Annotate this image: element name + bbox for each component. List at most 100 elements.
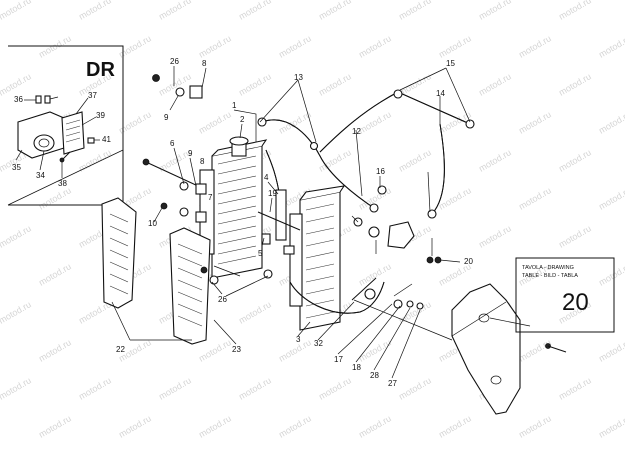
watermark-text: motod.ru: [437, 413, 473, 439]
shroud-rear: [101, 197, 137, 309]
watermark-text: motod.ru: [0, 71, 33, 97]
watermark-text: motod.ru: [237, 299, 273, 325]
hoses: [261, 91, 471, 314]
table-box-line2: TABLE - BILD - TABLA: [522, 273, 578, 279]
right-radiator: [289, 185, 346, 331]
left-radiator: [199, 136, 268, 279]
watermark-text: motod.ru: [277, 33, 313, 59]
callout-6: 6: [170, 139, 175, 148]
watermark-text: motod.ru: [517, 413, 553, 439]
watermark-text: motod.ru: [557, 375, 593, 401]
callout-41: 41: [102, 135, 111, 144]
watermark-text: motod.ru: [0, 0, 33, 22]
callout-19: 19: [268, 189, 277, 198]
callout-8-top: 8: [202, 59, 207, 68]
callout-12: 12: [352, 127, 361, 136]
callout-15: 15: [446, 59, 455, 68]
watermark-text: motod.ru: [357, 337, 393, 363]
shroud-front: [169, 227, 211, 345]
callout-18: 18: [352, 363, 361, 372]
callout-22: 22: [116, 345, 125, 354]
watermark-text: motod.ru: [317, 0, 353, 22]
leader-lines: [111, 66, 531, 379]
callout-4: 4: [264, 173, 269, 182]
watermark-text: motod.ru: [157, 0, 193, 22]
watermark-text: motod.ru: [0, 223, 33, 249]
watermark-text: motod.ru: [237, 71, 273, 97]
watermark-text: motod.ru: [517, 185, 553, 211]
watermark-text: motod.ru: [117, 109, 153, 135]
callout-36: 36: [14, 95, 23, 104]
watermark-text: motod.ru: [357, 109, 393, 135]
watermark-text: motod.ru: [397, 375, 433, 401]
watermark-text: motod.ru: [557, 147, 593, 173]
callout-28: 28: [370, 371, 379, 380]
callout-17: 17: [334, 355, 343, 364]
watermark-text: motod.ru: [597, 185, 625, 211]
watermark-text: motod.ru: [277, 337, 313, 363]
callout-16: 16: [376, 167, 385, 176]
callout-27: 27: [388, 379, 397, 388]
callout-9: 9: [188, 149, 193, 158]
callout-labels: 26 8 9 1 2 3 4 5 6 7 8 9 10 12 13 14 15 …: [12, 57, 473, 388]
watermark-text: motod.ru: [557, 0, 593, 22]
callout-1: 1: [232, 101, 237, 110]
callout-9-top: 9: [164, 113, 169, 122]
watermark-text: motod.ru: [37, 337, 73, 363]
callout-26-top: 26: [170, 57, 179, 66]
watermark-text: motod.ru: [197, 33, 233, 59]
watermark-text: motod.ru: [77, 375, 113, 401]
watermark-text: motod.ru: [77, 0, 113, 22]
watermark-text: motod.ru: [37, 185, 73, 211]
watermark-text: motod.ru: [157, 375, 193, 401]
watermark-text: motod.ru: [477, 71, 513, 97]
callout-13: 13: [294, 73, 303, 82]
watermark-text: motod.ru: [517, 337, 553, 363]
watermark-text: motod.ru: [557, 223, 593, 249]
watermark-text: motod.ru: [37, 261, 73, 287]
callout-7: 7: [208, 193, 213, 202]
watermark-text: motod.ru: [477, 223, 513, 249]
watermark-text: motod.ru: [0, 299, 33, 325]
watermark-text: motod.ru: [477, 0, 513, 22]
watermark-text: motod.ru: [277, 413, 313, 439]
callout-37: 37: [88, 91, 97, 100]
callout-23: 23: [232, 345, 241, 354]
watermark-text: motod.ru: [437, 33, 473, 59]
watermark-text: motod.ru: [0, 375, 33, 401]
table-box: TAVOLA - DRAWING TABLE - BILD - TABLA 20: [515, 257, 615, 333]
dr-label: DR: [86, 59, 115, 81]
watermark-text: motod.ru: [317, 71, 353, 97]
watermark-text: motod.ru: [157, 71, 193, 97]
watermark-text: motod.ru: [197, 109, 233, 135]
watermark-text: motod.ru: [117, 33, 153, 59]
watermark-text: motod.ru: [117, 413, 153, 439]
watermark-text: motod.ru: [357, 413, 393, 439]
watermark-text: motod.ru: [237, 375, 273, 401]
callout-3: 3: [296, 335, 301, 344]
callout-5: 5: [258, 249, 263, 258]
table-box-line1: TAVOLA - DRAWING: [522, 265, 574, 271]
small-parts: [142, 74, 475, 310]
callout-32: 32: [314, 339, 323, 348]
dr-inset: DR: [7, 45, 124, 206]
watermark-text: motod.ru: [357, 33, 393, 59]
watermark-text: motod.ru: [37, 33, 73, 59]
watermark-text: motod.ru: [37, 413, 73, 439]
dr-leaders: [15, 96, 100, 178]
watermark-text: motod.ru: [557, 71, 593, 97]
watermark-text: motod.ru: [397, 0, 433, 22]
watermark-text: motod.ru: [477, 147, 513, 173]
watermark-text: motod.ru: [597, 413, 625, 439]
watermark-text: motod.ru: [517, 109, 553, 135]
callout-34: 34: [36, 171, 45, 180]
watermark-text: motod.ru: [597, 109, 625, 135]
callout-26: 26: [218, 295, 227, 304]
callout-38: 38: [58, 179, 67, 188]
table-box-number: 20: [562, 289, 589, 316]
watermark-text: motod.ru: [597, 337, 625, 363]
watermark-text: motod.ru: [197, 413, 233, 439]
callout-10: 10: [148, 219, 157, 228]
